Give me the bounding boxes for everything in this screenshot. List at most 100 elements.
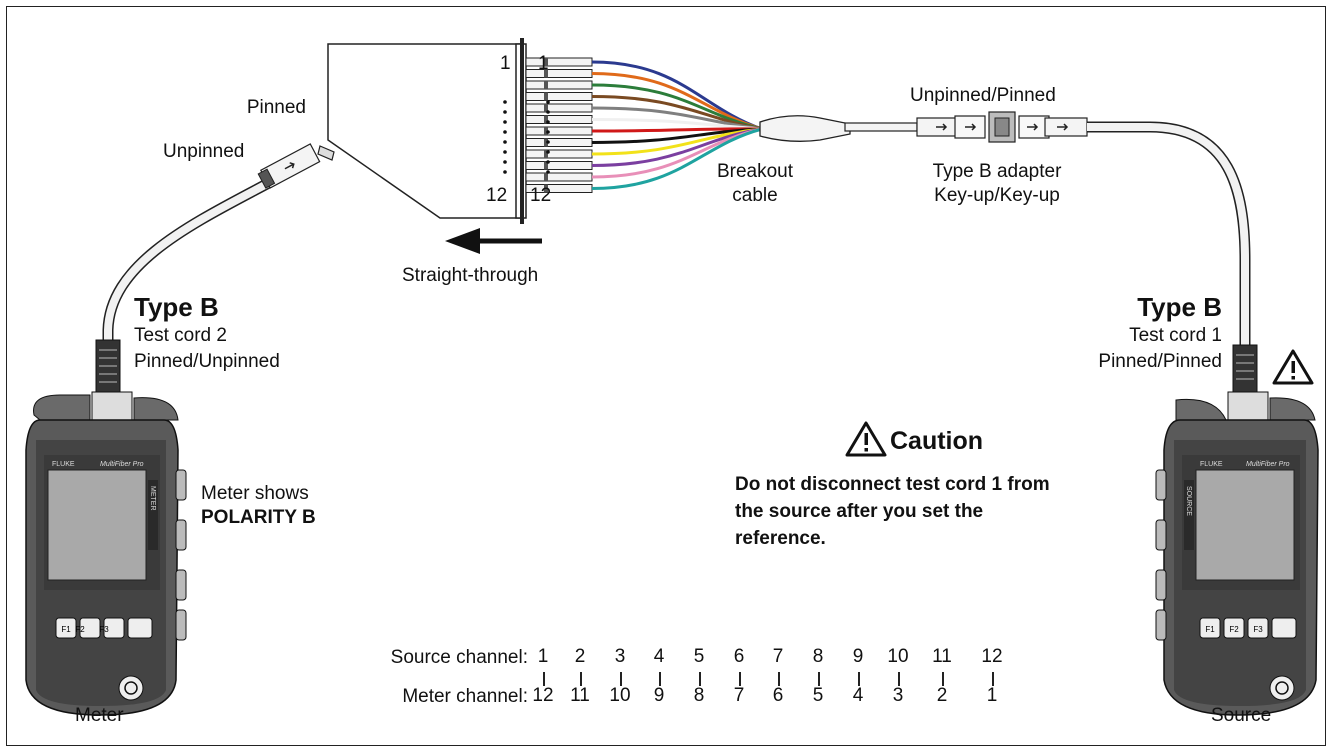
breakout-label-line1: Breakout [716,161,794,182]
left-cord-label: Test cord 2 [134,325,227,346]
source-key-3: F3 [1253,625,1263,634]
lc-port [525,92,593,101]
source-channel-6: 6 [733,646,745,667]
channel-link [858,672,860,686]
meter-screen [47,469,147,581]
adapter-label-line2: Key-up/Key-up [934,185,1060,206]
source-device [1155,344,1319,716]
meter-channel-6: 6 [772,685,784,706]
source-side-label: SOURCE [1185,486,1192,516]
source-channel-10: 10 [887,646,909,667]
cassette-channel-1-left: 1 [500,53,511,74]
channel-link [898,672,900,686]
lc-port [525,126,593,136]
source-channel-12: 12 [981,646,1003,667]
meter-channel-4: 4 [852,685,864,706]
meter-key-2: F2 [75,625,85,634]
source-channel-8: 8 [812,646,824,667]
channel-link [992,672,994,686]
right-type-label: Type B [1137,292,1222,322]
mpo-connector-left [257,143,321,189]
channel-link [818,672,820,686]
breakout-label-line2: cable [732,185,778,206]
source-channel-5: 5 [693,646,705,667]
unpinned-pinned-label: Unpinned/Pinned [910,85,1056,106]
meter-channel-9: 9 [653,685,665,706]
channel-link [580,672,582,686]
meter-channel-5: 5 [812,685,824,706]
source-channel-1: 1 [537,646,549,667]
meter-channel-1: 1 [986,685,998,706]
source-key-2: F2 [1229,625,1239,634]
caution-title: Caution [890,427,984,455]
left-type-label: Type B [134,292,219,322]
channel-link [659,672,661,686]
channel-link [778,672,780,686]
meter-channel-11: 11 [570,685,590,706]
source-model: MultiFiber Pro [1246,461,1290,468]
source-channel-11: 11 [932,646,952,667]
lc-port [525,172,593,182]
caution-line-3: reference. [735,528,826,549]
meter-key-1: F1 [61,625,71,634]
meter-channel-8: 8 [693,685,705,706]
breakout-fibers [591,60,763,190]
source-key-1: F1 [1205,625,1215,634]
meter-brand: FLUKE [52,461,75,468]
source-screen [1195,469,1295,581]
channel-link [543,672,545,686]
lc-port [525,149,593,159]
channel-link [620,672,622,686]
source-channel-2: 2 [574,646,586,667]
caution-line-2: the source after you set the [735,501,984,522]
adapter-label-line1: Type B adapter [932,161,1062,182]
lc-port [525,103,593,113]
warning-icon [1272,349,1314,385]
meter-channel-3: 3 [892,685,904,706]
breakout-boot [759,115,851,142]
cassette-channel-12-left: 12 [486,185,508,206]
lc-port [525,69,593,78]
polarity-label: POLARITY B [201,507,316,528]
cassette-channel-12-right: 12 [530,185,552,206]
source-channel-4: 4 [653,646,665,667]
meter-side-label: METER [149,486,156,511]
meter-channel-2: 2 [936,685,948,706]
caution-icon [845,421,887,457]
source-channel-3: 3 [614,646,626,667]
meter-key-3: F3 [99,625,109,634]
right-cord-label: Test cord 1 [1129,325,1222,346]
meter-device [25,339,187,716]
lc-port [525,57,593,67]
channel-link [942,672,944,686]
meter-shows-label: Meter shows [201,483,309,504]
channel-link [699,672,701,686]
lc-port [525,80,593,90]
straight-through-arrow [445,228,480,254]
mpo-link-top [916,111,1088,143]
test-cord-1-cable [1087,123,1249,350]
lc-port [525,161,593,170]
source-label: Source [1211,705,1272,726]
source-brand: FLUKE [1200,461,1223,468]
test-cord-2-cable [104,174,280,345]
right-pins-label: Pinned/Pinned [1098,351,1222,372]
pinned-label: Pinned [246,97,306,118]
left-pins-label: Pinned/Unpinned [134,351,280,372]
lc-port [525,138,593,147]
cassette-channel-1-right: 1 [538,53,549,74]
straight-through-label: Straight-through [402,265,539,286]
lc-port [525,115,593,124]
caution-line-1: Do not disconnect test cord 1 from [735,474,1050,495]
meter-label: Meter [75,705,124,726]
source-channel-9: 9 [852,646,864,667]
meter-channel-7: 7 [733,685,745,706]
channel-link [739,672,741,686]
source-channel-label: Source channel: [390,647,528,668]
source-channel-7: 7 [772,646,784,667]
meter-channel-12: 12 [532,685,554,706]
fiber-12 [591,127,763,190]
meter-model: MultiFiber Pro [100,461,144,468]
unpinned-label: Unpinned [163,141,245,162]
